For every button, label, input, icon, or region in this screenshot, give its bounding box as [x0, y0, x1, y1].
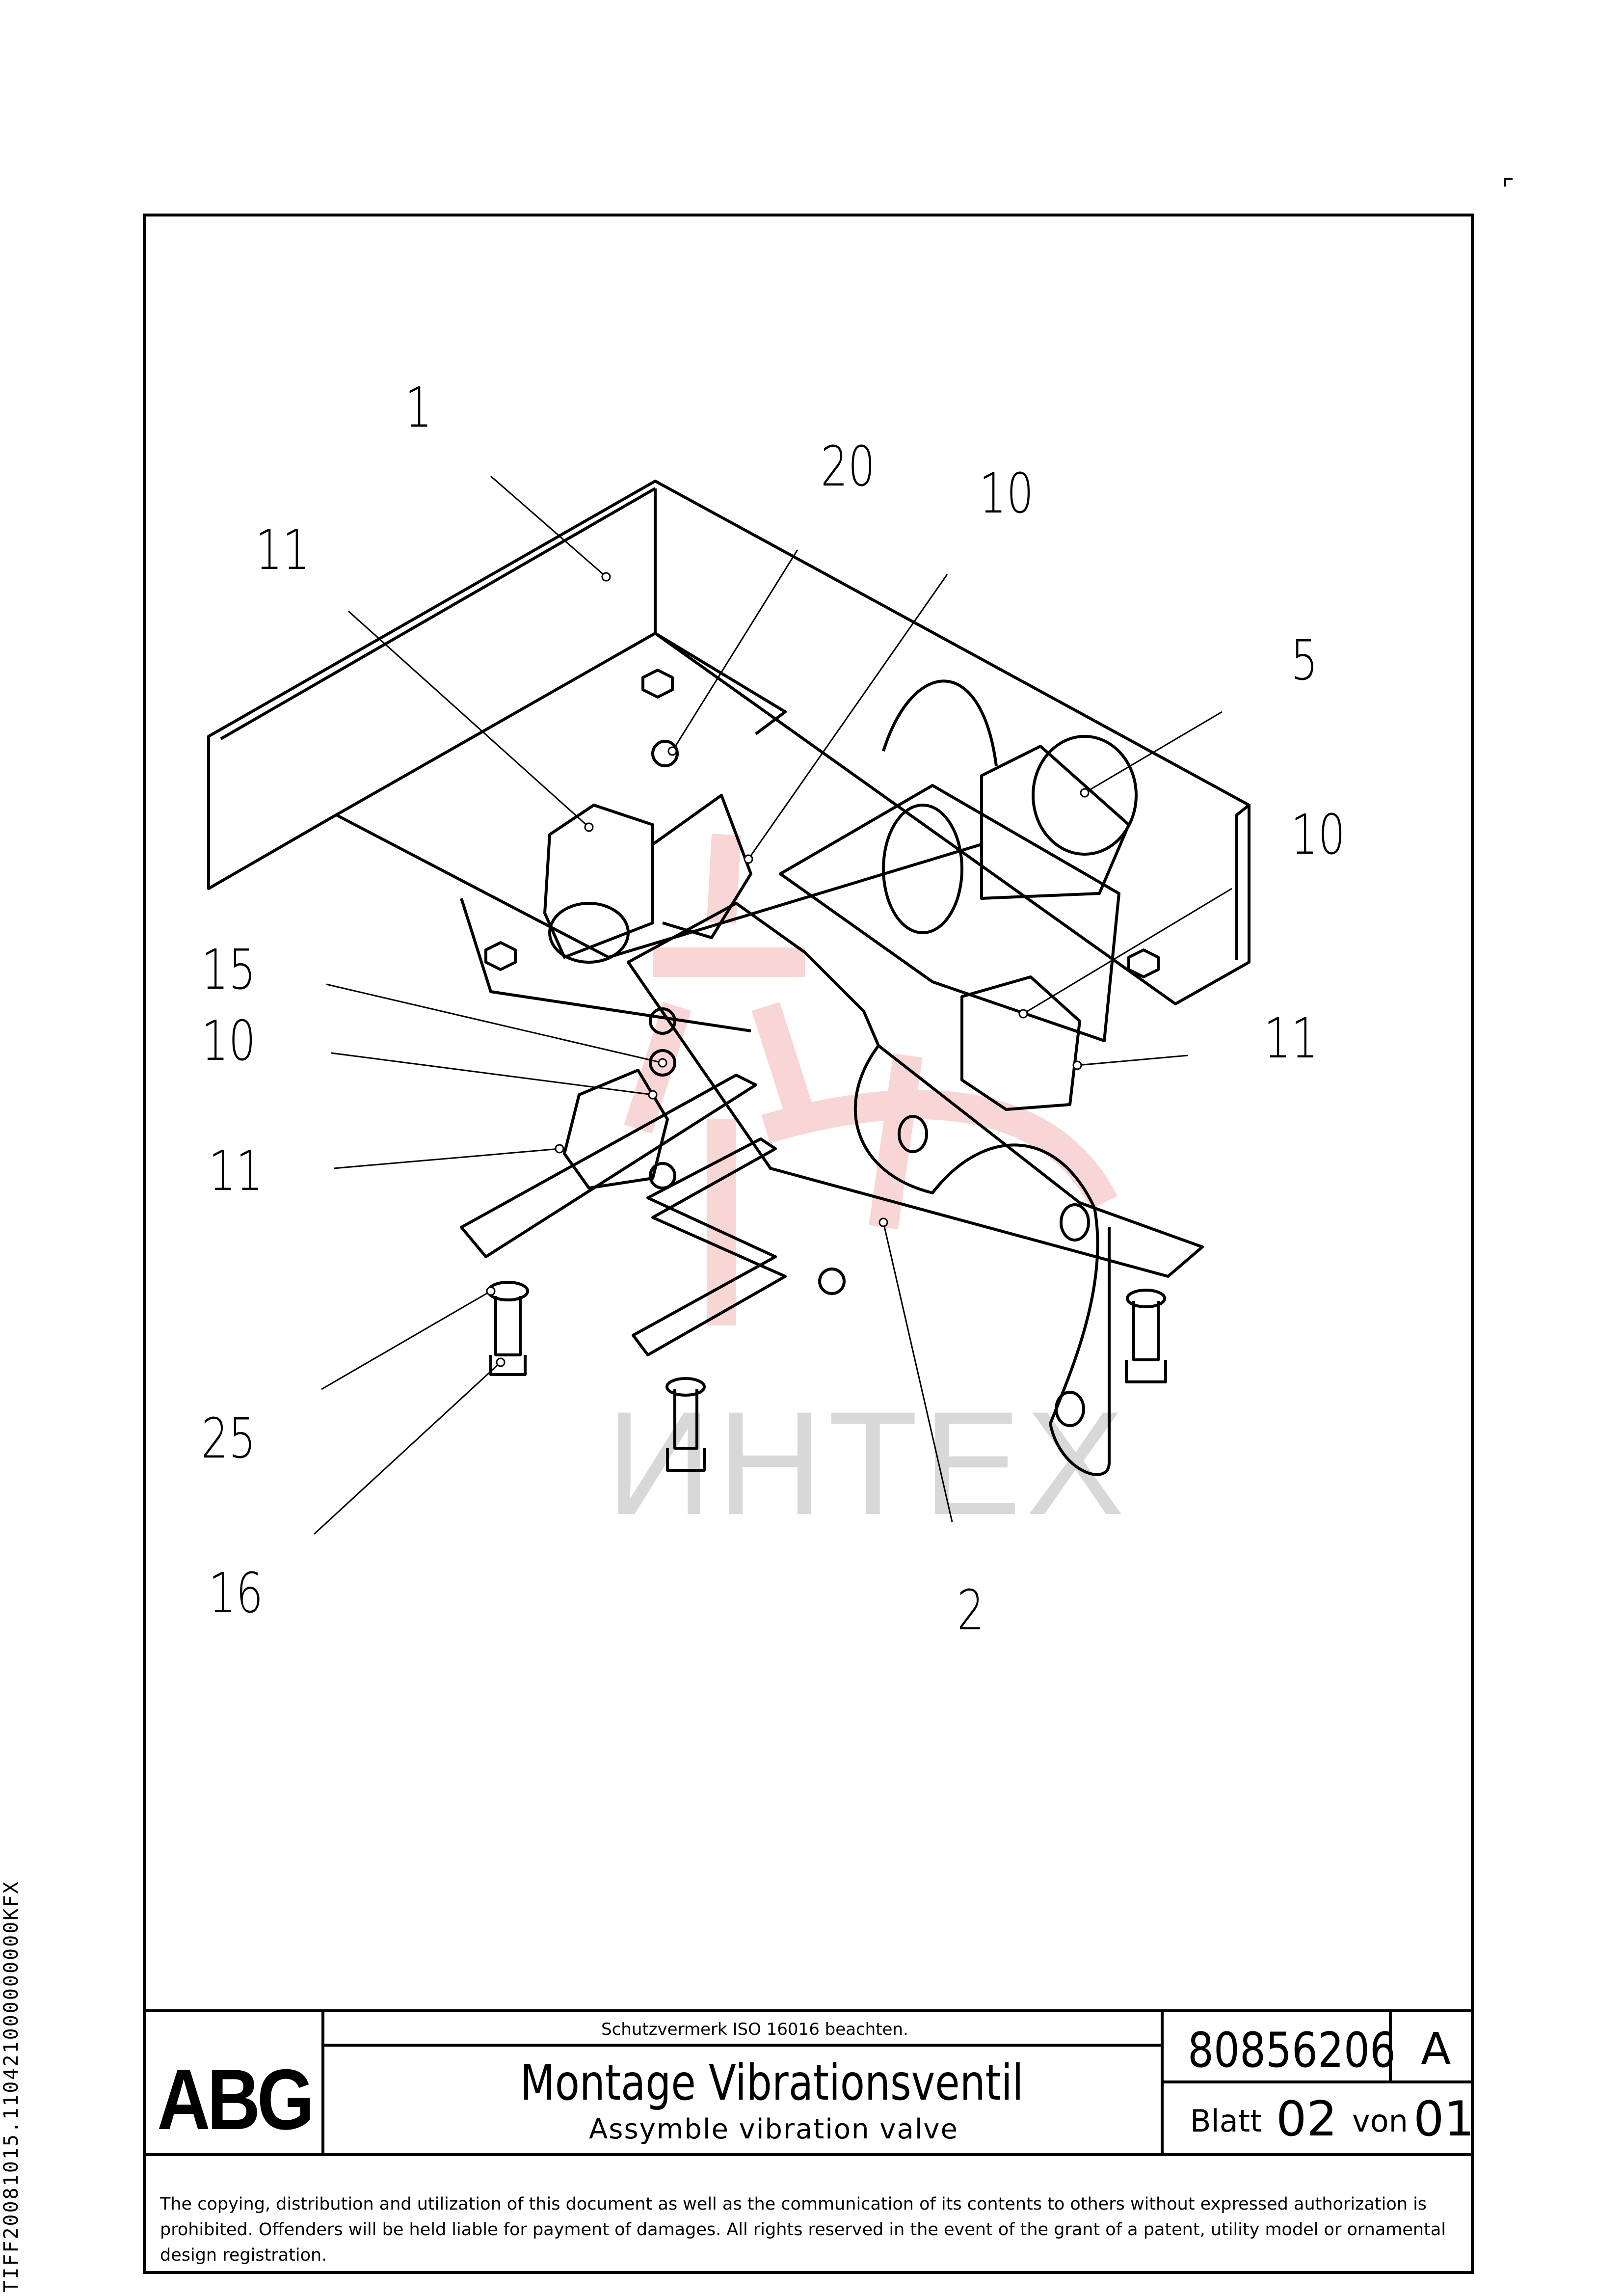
title-block-logo-divider — [321, 2009, 324, 2153]
screw-right — [1125, 1301, 1167, 1383]
revision: A — [1421, 2024, 1451, 2075]
title-block-number-divider — [1161, 2009, 1164, 2153]
title-block-protect-rule — [321, 2044, 1163, 2047]
callout-10: 10 — [1291, 803, 1346, 867]
nut-7 — [649, 1007, 676, 1035]
part-drawing — [207, 480, 1251, 1476]
lower-plate — [460, 1074, 757, 1258]
nut-6 — [818, 1268, 846, 1295]
knob-ring — [882, 804, 963, 934]
fitting-right — [960, 975, 1081, 1111]
valve-block — [779, 784, 1120, 1042]
fitting-elbow — [652, 794, 752, 939]
nut-8 — [649, 1049, 676, 1077]
valve-knob — [1032, 735, 1138, 856]
callout-5: 5 — [1291, 629, 1318, 693]
title-block-rev-divider — [1389, 2009, 1392, 2080]
callout-15: 15 — [201, 938, 256, 1002]
nut-3 — [1127, 948, 1160, 978]
title-block-bottom-rule — [143, 2153, 1474, 2156]
nut-2 — [484, 941, 517, 971]
of-value: 01 — [1413, 2091, 1475, 2147]
bracket-hole-1 — [898, 1115, 928, 1153]
title-block-docnum-rule — [1163, 2080, 1474, 2083]
callout-25: 25 — [201, 1407, 256, 1471]
washer-mid — [665, 1377, 706, 1397]
callout-1: 1 — [405, 376, 432, 440]
nut-4 — [651, 740, 679, 767]
lower-plate-2 — [632, 1137, 787, 1356]
drawing-title-de: Montage Vibrationsventil — [520, 2054, 1024, 2111]
watermark: ИНТЕХ — [606, 1380, 1129, 1545]
callout-10: 10 — [979, 462, 1034, 526]
copyright-notice: The copying, distribution and utilizatio… — [160, 2194, 1446, 2265]
callout-11: 11 — [255, 518, 310, 582]
cover-box-outline — [207, 480, 1251, 1005]
protection-note: Schutzvermerk ISO 16016 beachten. — [601, 2020, 908, 2039]
bracket-ring — [853, 1045, 1111, 1476]
corner-mark — [1504, 178, 1513, 187]
cover-notch — [654, 632, 998, 766]
screw-mid — [666, 1389, 706, 1472]
leader-dots — [486, 572, 1090, 1367]
bracket-hole-3 — [1055, 1391, 1085, 1427]
callout-16: 16 — [209, 1562, 264, 1625]
callout-11: 11 — [1264, 1007, 1319, 1071]
title-block-top-rule — [143, 2009, 1474, 2012]
nut-5 — [649, 1162, 676, 1189]
drawing-frame — [143, 214, 1474, 2274]
callout-10: 10 — [201, 1009, 256, 1073]
leader-lines — [313, 475, 1232, 1535]
company-logo: ABG — [157, 2052, 315, 2148]
valve-knob-body — [980, 745, 1130, 900]
bracket-hole-2 — [1060, 1203, 1090, 1242]
washer-right — [1126, 1289, 1166, 1308]
fitting-left-lower — [563, 1069, 669, 1189]
fitting-left-hex — [543, 804, 654, 959]
callout-11: 11 — [209, 1139, 264, 1203]
of-label: von — [1352, 2103, 1408, 2139]
bracket-plate — [627, 902, 1204, 1278]
screw-left — [489, 1296, 527, 1376]
sheet-value: 02 — [1276, 2091, 1337, 2147]
cover-box-inner — [220, 487, 1250, 960]
nut-1 — [641, 669, 674, 699]
drawing-title-en: Assymble vibration valve — [589, 2113, 958, 2145]
callout-20: 20 — [821, 435, 876, 499]
sheet-label: Blatt — [1190, 2103, 1262, 2139]
callout-2: 2 — [957, 1579, 984, 1643]
document-number: 80856206 — [1188, 2023, 1396, 2079]
